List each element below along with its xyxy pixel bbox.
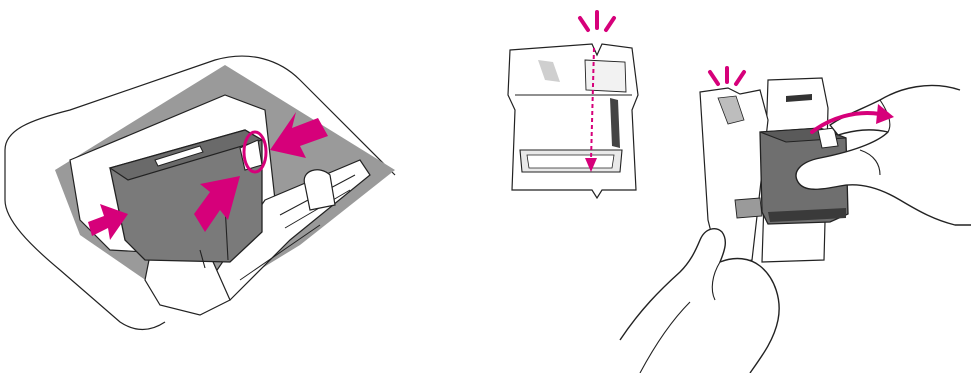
insert-cartridge-panel: [4, 55, 396, 331]
carriage-knob: [303, 169, 336, 211]
tear-burst-icon: [708, 66, 746, 86]
push-arrow-icon: [270, 112, 328, 158]
cartridge-tab: [817, 127, 839, 149]
tear-package-panel: [507, 10, 639, 200]
right-hand: [795, 84, 971, 226]
dashed-tear-arrow-icon: [585, 47, 597, 172]
tear-burst-icon: [578, 10, 616, 32]
printer-body-outline: [4, 55, 396, 176]
package-flap-shading: [538, 60, 560, 82]
package-gray-fragment: [734, 197, 763, 219]
printer-body-lower-outline: [4, 150, 166, 331]
peel-curved-arrow-icon: [810, 104, 894, 134]
package-back-stripe: [786, 94, 812, 102]
push-arrow-icon: [194, 176, 240, 232]
package-window-inner: [526, 154, 615, 169]
package-tear-strip: [717, 95, 745, 125]
package-side-strip: [610, 98, 620, 148]
right-hand-finger-line: [859, 99, 891, 176]
package-side-panel: [584, 59, 627, 93]
left-hand-wrist-line: [639, 301, 691, 373]
left-hand-thumb-line: [711, 261, 721, 301]
left-hand: [619, 228, 780, 373]
peel-cartridge-panel: [619, 66, 971, 373]
ink-cartridge-bottom-band: [768, 208, 846, 222]
latch-highlight-circle-icon: [242, 130, 268, 174]
ink-cartridge-label-tab: [154, 145, 204, 167]
push-arrow-icon: [88, 204, 128, 240]
